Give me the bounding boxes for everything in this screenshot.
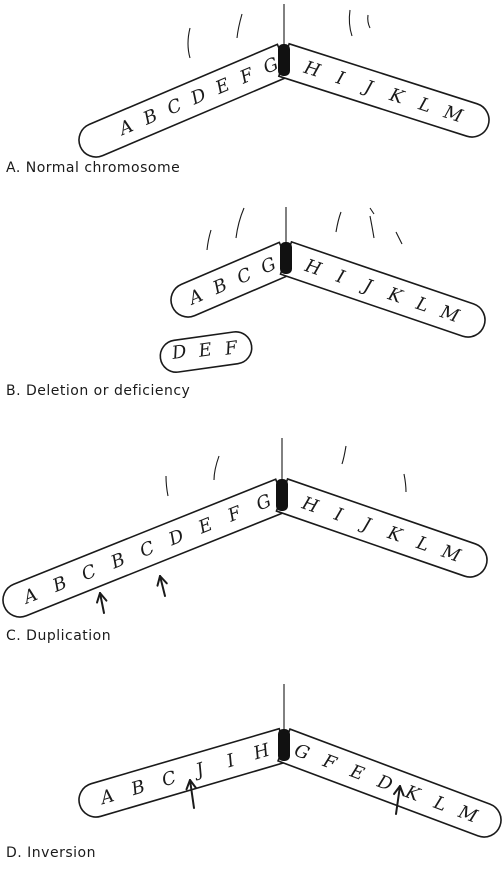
breakpoint-arrow [393, 785, 405, 815]
spindle-fiber-mark [367, 14, 371, 29]
fragment-gene-label: E [196, 339, 213, 362]
gene-label: E [346, 760, 367, 785]
gene-label: B [128, 776, 148, 800]
gene-label: C [160, 767, 179, 791]
fragment-gene-label: D [170, 341, 189, 364]
breakpoint-arrow [156, 575, 168, 597]
spindle-fiber-mark [213, 455, 220, 481]
right-arm [277, 728, 502, 838]
gene-label: L [412, 293, 431, 317]
deleted-fragment [159, 331, 253, 373]
gene-label: H [301, 255, 324, 280]
caption-panel-a: A. Normal chromosome [6, 160, 181, 176]
caption-panel-b: B. Deletion or deficiency [6, 383, 191, 399]
gene-label: H [250, 740, 272, 765]
caption-panel-d: D. Inversion [6, 845, 96, 861]
spindle-fiber-mark [395, 231, 403, 245]
breakpoint-arrow [96, 592, 108, 614]
right-arm [275, 477, 488, 578]
gene-label: G [291, 740, 312, 765]
spindle-fiber-mark [348, 9, 353, 37]
caption-panel-c: C. Duplication [6, 628, 112, 644]
gene-label: H [300, 57, 323, 82]
spindle-fiber-mark [369, 215, 375, 239]
right-arm [277, 42, 490, 138]
centromere [276, 479, 288, 511]
spindle-fiber-mark [165, 475, 169, 497]
spindle-fiber-mark [335, 211, 342, 233]
spindle-fiber-mark [236, 13, 243, 39]
breakpoint-arrow [185, 779, 197, 809]
spindle-fiber-mark [403, 473, 407, 493]
gene-label: H [298, 492, 321, 517]
gene-label: L [415, 93, 434, 117]
left-arm [170, 241, 294, 318]
spindle-fiber-mark [369, 207, 375, 215]
centromere [278, 44, 290, 76]
spindle-fiber-mark [341, 445, 347, 465]
spindle-fiber-mark [206, 229, 212, 251]
left-arm [78, 727, 290, 818]
right-arm [279, 240, 486, 338]
fragment-gene-label: F [223, 337, 241, 360]
left-arm [2, 478, 290, 618]
centromere [280, 242, 292, 274]
centromere [278, 729, 290, 761]
left-arm [78, 43, 292, 158]
spindle-fiber-mark [187, 27, 191, 59]
spindle-fiber-mark [235, 207, 245, 239]
